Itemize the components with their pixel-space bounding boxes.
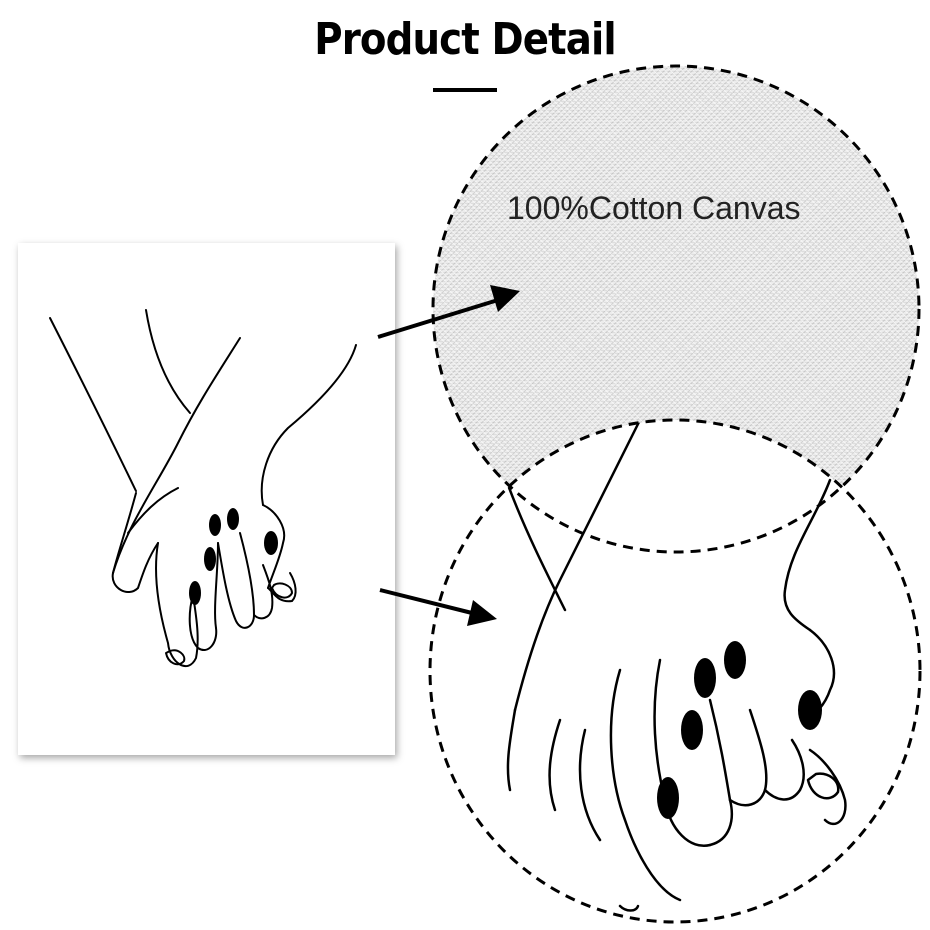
title-underline bbox=[433, 88, 497, 92]
canvas-circle-outline bbox=[431, 64, 921, 554]
arrow-icon bbox=[377, 285, 520, 339]
zoom-detail-circle bbox=[430, 420, 920, 922]
page-title: Product Detail bbox=[314, 14, 616, 65]
zoomed-hands-art bbox=[506, 420, 847, 912]
zoom-circle-outline bbox=[428, 418, 922, 924]
canvas-label: 100%Cotton Canvas bbox=[507, 190, 801, 226]
arrow-icon bbox=[379, 588, 497, 626]
hands-line-art bbox=[49, 309, 357, 667]
poster-print bbox=[18, 243, 395, 755]
